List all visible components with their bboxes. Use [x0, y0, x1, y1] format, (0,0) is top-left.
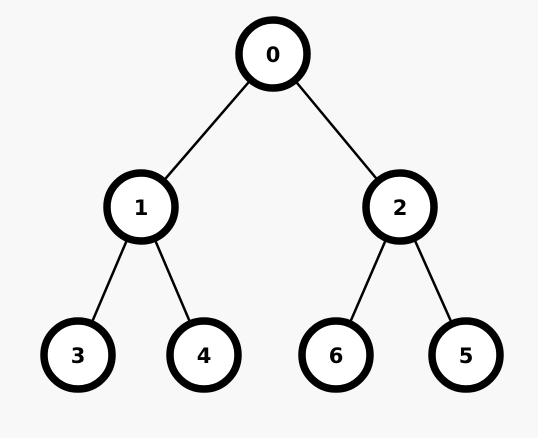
- tree-node-6: 6: [298, 317, 374, 393]
- node-label-4: 4: [197, 344, 212, 368]
- tree-node-2: 2: [362, 169, 438, 245]
- node-label-5: 5: [459, 344, 474, 368]
- node-label-2: 2: [393, 196, 408, 220]
- node-circle-1: [103, 169, 179, 245]
- node-circle-6: [298, 317, 374, 393]
- tree-node-3: 3: [40, 317, 116, 393]
- node-circle-5: [428, 317, 504, 393]
- node-label-0: 0: [266, 43, 281, 67]
- tree-node-1: 1: [103, 169, 179, 245]
- tree-node-0: 0: [235, 16, 311, 92]
- tree-node-5: 5: [428, 317, 504, 393]
- node-label-3: 3: [71, 344, 86, 368]
- node-label-1: 1: [134, 196, 149, 220]
- tree-nodes: 0 1 2 3 4 6 5: [40, 16, 504, 393]
- node-circle-3: [40, 317, 116, 393]
- node-label-6: 6: [329, 344, 344, 368]
- node-circle-2: [362, 169, 438, 245]
- node-circle-0: [235, 16, 311, 92]
- node-circle-4: [166, 317, 242, 393]
- tree-node-4: 4: [166, 317, 242, 393]
